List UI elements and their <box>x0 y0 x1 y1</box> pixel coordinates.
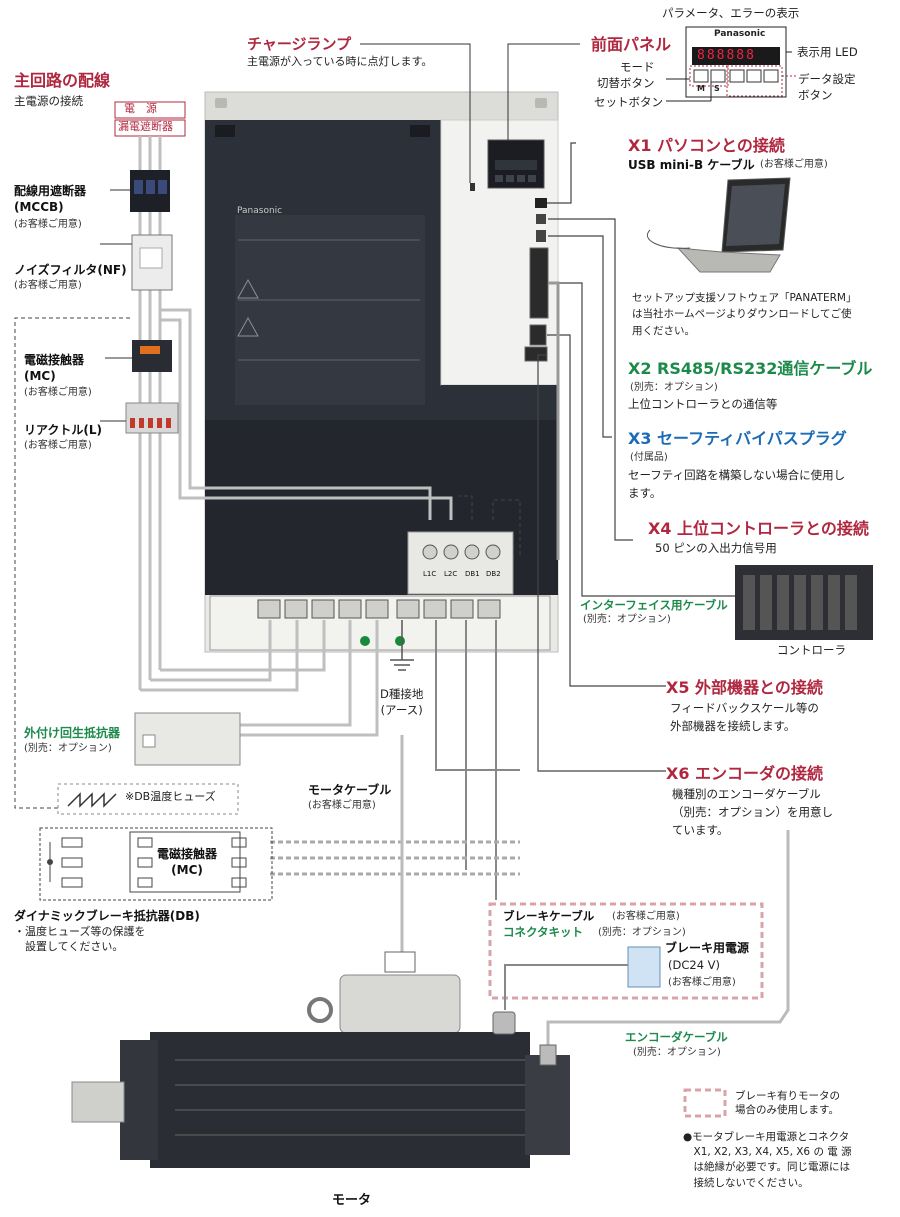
x2-desc: 上位コントローラとの通信等 <box>628 397 778 411</box>
x1-port <box>535 198 547 208</box>
data-label: データ設定 ボタン <box>798 72 856 102</box>
mccb-title: 配線用遮断器 (MCCB) <box>14 184 87 215</box>
aux-terminal-block <box>407 531 514 595</box>
main-circuit-title: 主回路の配線 <box>14 71 111 90</box>
regen-title: 外付け回生抵抗器 <box>24 726 121 740</box>
motor-label: モータ <box>332 1193 372 1208</box>
x1-title: X1 パソコンとの接続 <box>628 136 785 155</box>
set-label: セットボタン <box>594 95 663 109</box>
x1-desc: セットアップ支援ソフトウェア「PANATERM」 は当社ホームページよりダウンロ… <box>632 292 857 337</box>
x2-note: (別売：オプション) <box>630 382 718 393</box>
display-caption: パラメータ、エラーの表示 <box>662 6 800 20</box>
x1-cable: USB mini-B ケーブル <box>628 158 755 172</box>
interface-cable-note: (別売：オプション) <box>583 614 671 625</box>
x6-title: X6 エンコーダの接続 <box>666 764 824 783</box>
brake-power-title: ブレーキ用電源 <box>665 941 750 955</box>
x4-desc: 50 ピンの入出力信号用 <box>655 541 777 555</box>
x5-port <box>529 324 547 346</box>
key-m-label: M <box>697 84 705 93</box>
key-s-label: S <box>714 84 720 93</box>
x5-desc: フィードバックスケール等の 外部機器を接続します。 <box>670 701 819 733</box>
motor-shaft <box>71 1081 125 1123</box>
nf-title: ノイズフィルタ(NF) <box>14 263 127 277</box>
brake-cable-title: ブレーキケーブル <box>503 909 595 923</box>
reactor-note: (お客様ご用意) <box>24 440 92 451</box>
nf-note: (お客様ご用意) <box>14 280 82 291</box>
charge-lamp-title: チャージランプ <box>247 35 352 53</box>
mode-label: モード 切替ボタン <box>597 60 655 90</box>
x3-port <box>536 230 546 242</box>
connector-kit-note: (別売：オプション) <box>598 927 686 938</box>
mccb-note: (お客様ご用意) <box>14 219 82 230</box>
front-panel-title: 前面パネル <box>591 35 672 54</box>
terminal-l2c: L2C <box>444 570 458 578</box>
x2-port <box>536 214 546 224</box>
x6-desc: 機種別のエンコーダケーブル （別売：オプション）を用意し ています。 <box>672 787 833 837</box>
legend-dashed-sample <box>683 1088 727 1118</box>
encoder-cable-note: (別売：オプション) <box>633 1047 721 1058</box>
terminal-db1: DB1 <box>465 570 480 578</box>
brake-power-voltage: (DC24 V) <box>668 958 721 972</box>
mc-note: (お客様ご用意) <box>24 387 92 398</box>
noise-filter-device <box>131 234 173 291</box>
regen-note: (別売：オプション) <box>24 743 112 754</box>
brake-power-note: (お客様ご用意) <box>668 977 736 988</box>
interface-cable-title: インターフェイス用ケーブル <box>580 598 728 612</box>
db-fuse-box <box>57 783 239 815</box>
db-fuse-label: ※DB温度ヒューズ <box>125 790 216 803</box>
main-circuit-desc: 主電源の接続 <box>14 94 83 108</box>
terminal-db2: DB2 <box>486 570 501 578</box>
x1-cable-note: (お客様ご用意) <box>760 159 828 170</box>
x2-title: X2 RS485/RS232通信ケーブル <box>628 359 873 378</box>
db-resistor-box <box>39 827 273 901</box>
reactor-title: リアクトル(L) <box>24 423 103 437</box>
x3-desc: セーフティ回路を構築しない場合に使用し ます。 <box>628 468 846 500</box>
x4-port <box>529 247 549 319</box>
motor-cable-title: モータケーブル <box>308 783 392 797</box>
legend-bullet-note: ●モータブレーキ用電源とコネクタ X1, X2, X3, X4, X5, X6 … <box>683 1131 852 1189</box>
power-label: 電 源 <box>124 102 157 115</box>
keypad-brand: Panasonic <box>714 29 766 39</box>
mc-title: 電磁接触器 (MC) <box>24 353 85 384</box>
motor-cable-note: (お客様ご用意) <box>308 800 376 811</box>
brake-power-device <box>627 946 661 988</box>
x3-title: X3 セーフティバイパスプラグ <box>628 429 847 448</box>
motor-terminal-box <box>339 974 461 1034</box>
encoder-cable-title: エンコーダケーブル <box>625 1030 728 1044</box>
brake-dashed-box <box>488 902 764 1000</box>
terminal-l1c: L1C <box>423 570 437 578</box>
x3-note: (付属品) <box>630 452 668 463</box>
brake-cable-note: (お客様ご用意) <box>612 911 680 922</box>
x5-title: X5 外部機器との接続 <box>666 678 823 697</box>
mc-device <box>132 340 172 372</box>
x6-port <box>524 346 548 362</box>
led-digits: 888888 <box>697 48 756 63</box>
db-resistor-title: ダイナミックブレーキ抵抗器(DB) <box>14 909 200 923</box>
breaker-label: 漏電遮断器 <box>118 120 173 133</box>
connector-kit-title: コネクタキット <box>503 925 584 939</box>
charge-lamp-led <box>470 183 475 191</box>
legend-dashed-note: ブレーキ有りモータの 場合のみ使用します。 <box>735 1090 840 1117</box>
x4-title: X4 上位コントローラとの接続 <box>648 519 869 538</box>
led-label: 表示用 LED <box>797 45 858 59</box>
controller-label: コントローラ <box>777 643 846 657</box>
db-resistor-note: ・温度ヒューズ等の保護を 設置してください。 <box>14 925 146 953</box>
ground-label: D種接地 (アース) <box>380 687 424 717</box>
drive-brand: Panasonic <box>237 206 283 216</box>
db-mc-label: 電磁接触器 (MC) <box>157 847 218 878</box>
charge-lamp-desc: 主電源が入っている時に点灯します。 <box>247 55 433 68</box>
motor-body <box>150 1032 530 1168</box>
